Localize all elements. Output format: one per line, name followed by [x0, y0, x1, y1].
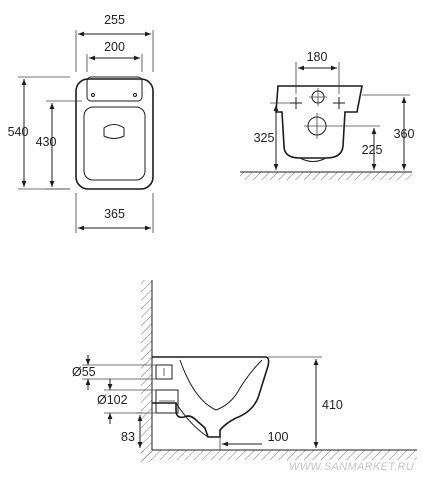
dim-width-outer: 255	[104, 13, 125, 27]
dim-floor-clearance: 83	[121, 430, 135, 444]
hinge-hole-left	[91, 93, 95, 97]
bowl-side-profile	[152, 356, 270, 438]
hinge-block	[86, 76, 143, 102]
dim-width-inner: 200	[104, 40, 125, 54]
side-view: Ø55 Ø102 83 410 100	[72, 280, 417, 462]
floor-hatch-side	[141, 450, 417, 460]
floor-hatch-front	[240, 172, 412, 180]
dim-outlet-diameter: Ø102	[97, 393, 128, 407]
mounting-hole-right	[333, 97, 345, 109]
dim-depth: 365	[104, 207, 125, 221]
top-view: 255 200 540 430 365	[8, 13, 154, 233]
drain-opening	[103, 124, 125, 139]
dim-offset: 100	[268, 430, 289, 444]
hinge-hole-right	[133, 93, 137, 97]
bowl-inner	[83, 106, 146, 181]
dim-total-height: 360	[394, 127, 415, 141]
dim-bowl-height: 410	[322, 398, 343, 412]
wall-hatch	[141, 280, 152, 462]
seat-outline	[75, 78, 154, 190]
outlet-stub	[155, 389, 179, 414]
dim-mount-height: 325	[254, 131, 275, 145]
dim-length-inner: 430	[36, 135, 57, 149]
dim-hole-spacing: 180	[307, 50, 328, 64]
dim-length-total: 540	[8, 125, 29, 139]
front-view: 180 325 225 360	[240, 50, 414, 180]
mounting-hole-left	[290, 97, 302, 109]
inlet-stub	[155, 364, 173, 380]
watermark: WWW.SANMARKET.RU	[289, 461, 414, 473]
dim-outlet-height: 225	[362, 143, 383, 157]
dim-inlet-diameter: Ø55	[72, 365, 96, 379]
